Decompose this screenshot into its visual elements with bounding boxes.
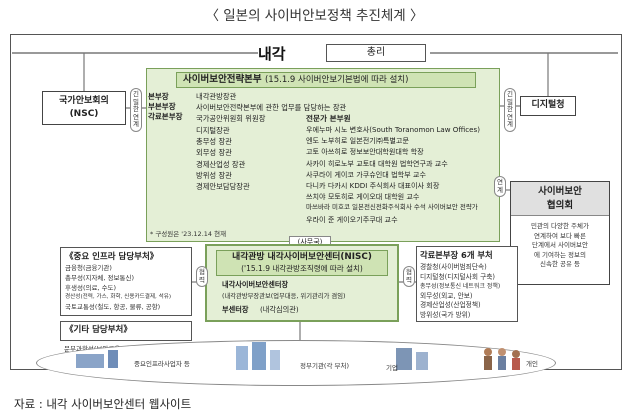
- expert-member: 사쿠라이 게이코 가쿠슈인대 법학부 교수: [306, 169, 426, 179]
- expert-member: 고토 아쓰히로 정보보안대학원대학 학장: [306, 147, 424, 157]
- expert-members-label: 전문가 본부원: [306, 114, 351, 123]
- expert-member: 우라이 준 게이오기주쿠대 교수: [306, 214, 398, 224]
- expert-member: 엔도 노부히로 일본전기㈜특별고문: [306, 136, 409, 146]
- role-minister: 각료본부장: [148, 112, 183, 121]
- ag-item: 디지털청(디지털사회 구축): [420, 272, 496, 281]
- person-icon: [484, 348, 492, 356]
- person-icon: [512, 350, 520, 358]
- stakeholders-ellipse: [36, 340, 556, 386]
- other-ministries-box: 《기타 담당부처》: [60, 321, 192, 341]
- expert-member: 사카이 히로노부 교토대 대학원 법학연구과 교수: [306, 158, 448, 168]
- tower-icon: [108, 350, 118, 368]
- nsc-label: 국가안보회의: [59, 96, 109, 106]
- factory-icon: [76, 354, 104, 368]
- company-label: 기업: [386, 364, 398, 372]
- nsc-link-label: 긴밀한연계: [130, 88, 142, 132]
- other-title: 《기타 담당부처》: [65, 325, 132, 335]
- hq-member-minister-in-charge: 사이버보안전략본부에 관한 업무를 담당하는 장관: [196, 103, 347, 112]
- six-ministries-box: 각료본부장 6개 부처 경찰청(사이버범죄단속) 디지털청(디지털사회 구축) …: [416, 246, 518, 322]
- hq-roles: 본부장 부본부장 각료본부장: [148, 92, 218, 122]
- digital-link-label: 긴밀한연계: [504, 88, 516, 132]
- council-text: 연계하여 보다 빠른: [534, 231, 586, 240]
- infra-list: 금융청(금융기관) 총무성(지자체, 정보통신) 후생성(의료, 수도) 경산성…: [61, 264, 191, 313]
- hq-member: 방위성 장관: [196, 170, 232, 180]
- council-text: 에 기여하는 정보의: [534, 250, 586, 259]
- digital-agency-box: 디지털청: [520, 96, 576, 116]
- stakeholder-illustrations: [76, 342, 520, 370]
- ag-item: 외무성(외교, 안보): [420, 291, 473, 300]
- individual-label: 개인: [526, 360, 538, 368]
- critical-infra-ministries-box: 《중요 인프라 담당부처》 금융청(금융기관) 총무성(지자체, 정보통신) 후…: [60, 247, 192, 316]
- nisc-title-text: 내각관방 내각사이버보안센터(NISC): [232, 252, 372, 262]
- building-icon: [270, 350, 280, 370]
- ag-list: 경찰청(사이버범죄단속) 디지털청(디지털사회 구축) 총무성(정보통신 네트워…: [417, 263, 517, 321]
- nisc-deputy: 부센터장: [222, 305, 249, 314]
- nsc-label-abbr: (NSC): [69, 109, 99, 119]
- council-description: 민관의 다양한 주체가 연계하여 보다 빠른 단계에서 사이버보안 에 기여하는…: [511, 216, 609, 276]
- building-icon: [236, 346, 248, 370]
- cabinet-label: 내각: [258, 45, 286, 63]
- ag-item: 경찰청(사이버범죄단속): [420, 263, 487, 271]
- coop-right-label: 협력: [403, 266, 415, 287]
- hq-ministers-list: 디지털장관 총무성 장관 외무성 장관 경제산업성 장관 방위성 장관 경제안보…: [196, 125, 306, 192]
- hq-experts-list: 우에누마 시노 변호사(South Toranomon Law Offices)…: [306, 124, 502, 225]
- ag-item: 총무성(정보통신 네트워크 정책): [420, 283, 501, 291]
- person-icon: [498, 348, 506, 356]
- role-deputy: 부본부장: [148, 102, 176, 111]
- composition-note: * 구성원은 '23.12.14 현재: [150, 230, 227, 238]
- infra-title: 《중요 인프라 담당부처》: [65, 252, 159, 262]
- role-head: 본부장: [148, 92, 169, 101]
- council-text: 민관의 다양한 주체가: [531, 222, 589, 230]
- council-text: 단계에서 사이버보안: [532, 241, 588, 249]
- hq-member: 경제산업성 장관: [196, 159, 246, 169]
- hq-title: 사이버보안전략본부 (15.1.9 사이버안보기본법에 따라 설치): [176, 72, 476, 88]
- hq-member: 외무성 장관: [196, 148, 232, 158]
- council-header: 사이버보안 협의회: [511, 182, 609, 216]
- government-label: 정부기관(각 부처): [300, 362, 349, 370]
- person-icon: [498, 356, 506, 370]
- nisc-head: 내각사이버보안센터장: [222, 280, 289, 289]
- hq-member: 디지털장관: [196, 126, 230, 135]
- nisc-deputy-note: (내각심의관): [260, 305, 299, 314]
- infra-item: 경산성(전력, 가스, 화학, 신용카드결제, 석유): [65, 294, 172, 301]
- infra-operators-label: 중요인프라사업자 등: [134, 360, 190, 368]
- expert-member: 마쓰바라 미호코 일본전신전화주식회사 수석 사이버보안 전략가: [306, 203, 478, 212]
- council-text: 신속한 공유 등: [539, 260, 580, 268]
- hq-member: 경제안보담당장관: [196, 182, 250, 192]
- coop-link-label: 연계: [494, 176, 506, 197]
- coop-left-label: 협력: [196, 266, 208, 287]
- prime-minister-box: 총리: [326, 44, 426, 62]
- infra-item: 총무성(지자체, 정보통신): [65, 273, 135, 282]
- cybersecurity-strategy-hq-box: [146, 68, 500, 242]
- person-icon: [512, 358, 520, 370]
- source-caption: 자료 : 내각 사이버보안센터 웹사이트: [14, 397, 192, 411]
- council-title-1: 사이버보안: [538, 186, 582, 197]
- expert-member: 다니카 다카시 KDDI 주식회사 대표이사 회장: [306, 181, 440, 191]
- nisc-head-note: (내각관방부장관보(업무대응, 위기관리가 겸임): [222, 293, 346, 300]
- ag-item: 경제산업성(산업정책): [420, 301, 481, 310]
- ag-item: 방위성(국가 방위): [420, 310, 471, 319]
- hq-member: 총무성 장관: [196, 137, 232, 147]
- expert-member: 우에누마 시노 변호사(South Toranomon Law Offices): [306, 125, 480, 134]
- person-icon: [484, 356, 492, 370]
- nisc-title-note: ('15.1.9 내각관방조직령에 따라 설치): [241, 264, 363, 273]
- cybersecurity-council-box: 사이버보안 협의회 민관의 다양한 주체가 연계하여 보다 빠른 단계에서 사이…: [510, 181, 610, 285]
- office-icon: [416, 352, 428, 370]
- building-icon: [252, 342, 266, 370]
- hq-title-note: (15.1.9 사이버안보기본법에 따라 설치): [264, 75, 409, 85]
- hq-member-chief-cabinet-secretary: 내각관방장관: [196, 92, 237, 101]
- ag-title: 각료본부장 6개 부처: [420, 250, 493, 260]
- page-title: 〈 일본의 사이버안보정책 추진체계 〉: [205, 8, 424, 24]
- council-title-2: 협의회: [546, 200, 574, 211]
- nisc-title: 내각관방 내각사이버보안센터(NISC) ('15.1.9 내각관방조직령에 따…: [216, 250, 388, 276]
- expert-member: 쓰치야 모토히로 게이오대 대학원 교수: [306, 192, 420, 202]
- hq-member-npsc-chair: 국가공안위원회 위원장: [196, 114, 266, 123]
- infra-item: 금융청(금융기관): [65, 264, 112, 272]
- infra-item: 후생성(의료, 수도): [65, 283, 117, 292]
- office-icon: [396, 348, 412, 370]
- hq-title-text: 사이버보안전략본부: [183, 74, 262, 85]
- nsc-box: 국가안보회의 (NSC): [42, 91, 126, 125]
- infra-item: 국토교통성(철도, 항공, 물류, 공항): [65, 303, 161, 312]
